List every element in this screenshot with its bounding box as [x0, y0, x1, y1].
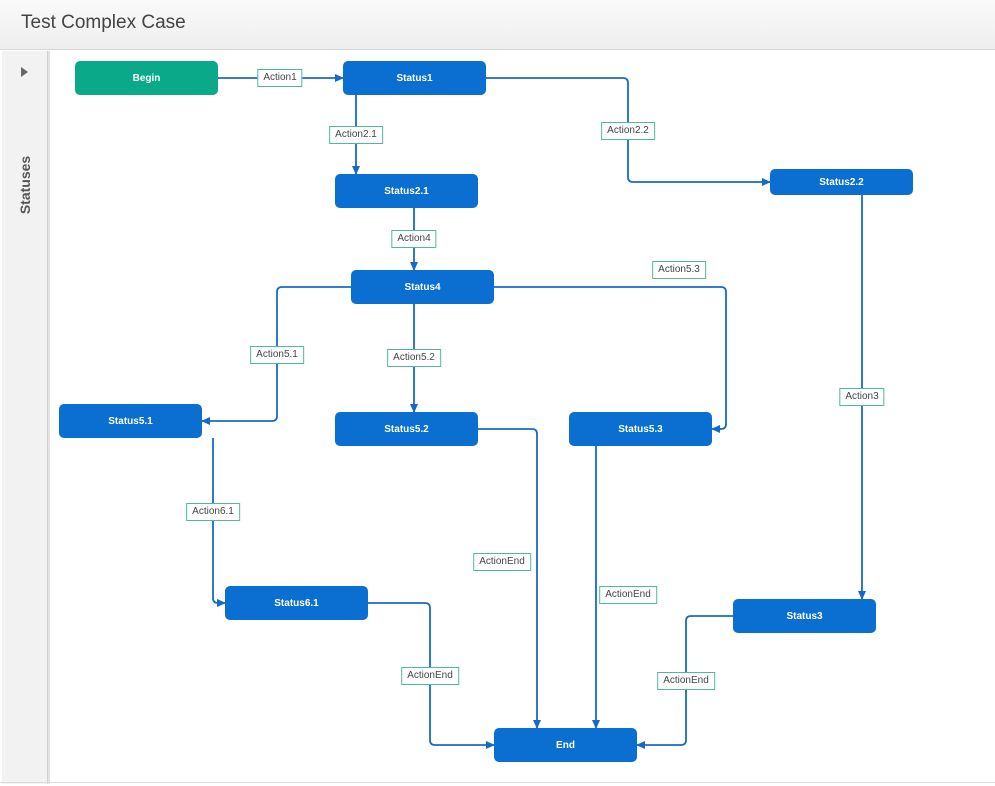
- node-status5-3[interactable]: Status5.3: [569, 412, 712, 446]
- node-label: Status4: [404, 281, 441, 293]
- edge-label[interactable]: Action2.2: [601, 122, 655, 140]
- node-label: Status5.2: [384, 423, 429, 435]
- node-label: Status6.1: [274, 597, 319, 609]
- edge-label[interactable]: Action1: [257, 69, 303, 87]
- edge-label[interactable]: Action5.2: [387, 349, 441, 367]
- edge-label[interactable]: Action5.1: [250, 346, 304, 364]
- node-label: Status2.1: [384, 185, 429, 197]
- triangle-right-icon[interactable]: [21, 67, 28, 77]
- edge-label[interactable]: ActionEnd: [473, 553, 531, 571]
- node-status5-1[interactable]: Status5.1: [59, 404, 202, 438]
- edge-label[interactable]: Action5.3: [652, 261, 706, 279]
- node-end[interactable]: End: [494, 728, 637, 762]
- node-label: End: [556, 739, 575, 751]
- node-status6-1[interactable]: Status6.1: [225, 586, 368, 620]
- node-status5-2[interactable]: Status5.2: [335, 412, 478, 446]
- canvas-divider: [48, 51, 50, 784]
- app-header: Test Complex Case: [0, 0, 995, 50]
- node-status1[interactable]: Status1: [343, 61, 486, 95]
- edge-e-action5-3[interactable]: [494, 286, 727, 433]
- node-status4[interactable]: Status4: [351, 270, 494, 304]
- edge-e-action6-1[interactable]: [212, 438, 226, 607]
- edge-label[interactable]: Action2.1: [329, 126, 383, 144]
- node-status2-2[interactable]: Status2.2: [770, 169, 913, 195]
- node-label: Status5.3: [618, 423, 663, 435]
- statuses-sidebar[interactable]: Statuses: [2, 51, 48, 784]
- edge-label[interactable]: ActionEnd: [657, 672, 715, 690]
- bottom-border: [0, 782, 995, 783]
- edge-label[interactable]: ActionEnd: [401, 667, 459, 685]
- edge-e-end-5-2[interactable]: [478, 428, 541, 729]
- node-label: Status1: [396, 72, 433, 84]
- node-status3[interactable]: Status3: [733, 599, 876, 633]
- node-label: Status3: [786, 610, 823, 622]
- page-title: Test Complex Case: [21, 12, 186, 33]
- node-label: Status5.1: [108, 415, 153, 427]
- node-label: Begin: [132, 72, 161, 84]
- edge-label[interactable]: Action3: [839, 388, 885, 406]
- node-label: Status2.2: [819, 176, 864, 188]
- node-status2-1[interactable]: Status2.1: [335, 174, 478, 208]
- edge-label[interactable]: Action6.1: [186, 503, 240, 521]
- node-begin[interactable]: Begin: [75, 61, 218, 95]
- edge-label[interactable]: ActionEnd: [599, 586, 657, 604]
- edge-label[interactable]: Action4: [391, 230, 437, 248]
